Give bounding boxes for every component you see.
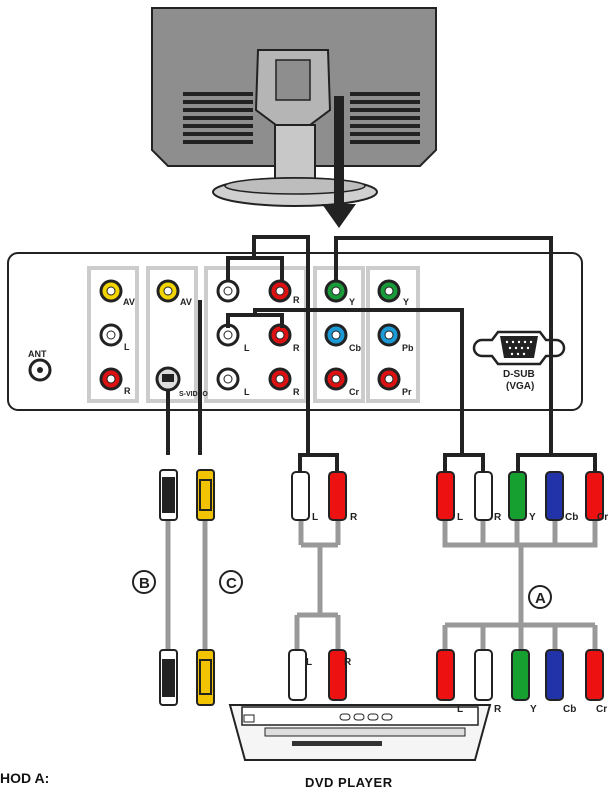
dsub-label: D-SUB: [503, 369, 535, 380]
ant-label: ANT: [28, 349, 47, 359]
cable-lines: [166, 235, 553, 455]
dvd-player: [228, 704, 492, 761]
dvd-player-label: DVD PLAYER: [305, 775, 393, 790]
callout-c: C: [226, 575, 237, 592]
cable-right-top-cb: Cb: [565, 512, 578, 523]
cable-right-top-cr: Cr: [597, 512, 608, 523]
cable-mid-bot-r: R: [344, 657, 352, 668]
g3-r-mid-label: R: [293, 343, 300, 353]
rear-panel: [7, 252, 583, 411]
cable-right-bot-cb: Cb: [563, 704, 576, 715]
callout-circles: [132, 570, 552, 609]
av1-label: AV: [123, 297, 135, 307]
vga-port-icon: [472, 330, 566, 366]
cr1-label: Cr: [349, 387, 359, 397]
callout-b: B: [139, 575, 150, 592]
plug-icons: [159, 469, 604, 706]
method-heading: HOD A:: [0, 770, 50, 786]
y2-label: Y: [403, 297, 409, 307]
grey-cables: [165, 520, 598, 650]
y1-label: Y: [349, 297, 355, 307]
cable-mid-top-l: L: [312, 512, 318, 523]
cb1-label: Cb: [349, 343, 361, 353]
down-arrow-icon: [322, 96, 356, 228]
cable-right-bot-r: R: [494, 704, 502, 715]
g3-r-bot-label: R: [293, 387, 300, 397]
cable-mid-bot-l: L: [306, 657, 312, 668]
g3-l-bot-label: L: [244, 387, 250, 397]
cable-mid-top-r: R: [350, 512, 358, 523]
pb2-label: Pb: [402, 343, 414, 353]
g3-r-top-label: R: [293, 295, 300, 305]
av2-label: AV: [180, 297, 192, 307]
cable-right-bot-l: L: [457, 704, 463, 715]
r1-label: R: [124, 386, 131, 396]
cable-right-top-r: R: [494, 512, 502, 523]
cable-right-bot-cr: Cr: [596, 704, 607, 715]
tv-vents: [183, 92, 420, 144]
tv-back: [151, 7, 437, 207]
g3-l-mid-label: L: [244, 343, 250, 353]
cable-right-top-l: L: [457, 512, 463, 523]
vga-label: (VGA): [506, 381, 534, 392]
pr2-label: Pr: [402, 387, 412, 397]
callout-a: A: [535, 590, 546, 607]
cable-right-bot-y: Y: [530, 704, 537, 715]
l1-label: L: [124, 342, 130, 352]
svideo-label: S-VIDEO: [179, 391, 208, 398]
cable-right-top-y: Y: [529, 512, 536, 523]
